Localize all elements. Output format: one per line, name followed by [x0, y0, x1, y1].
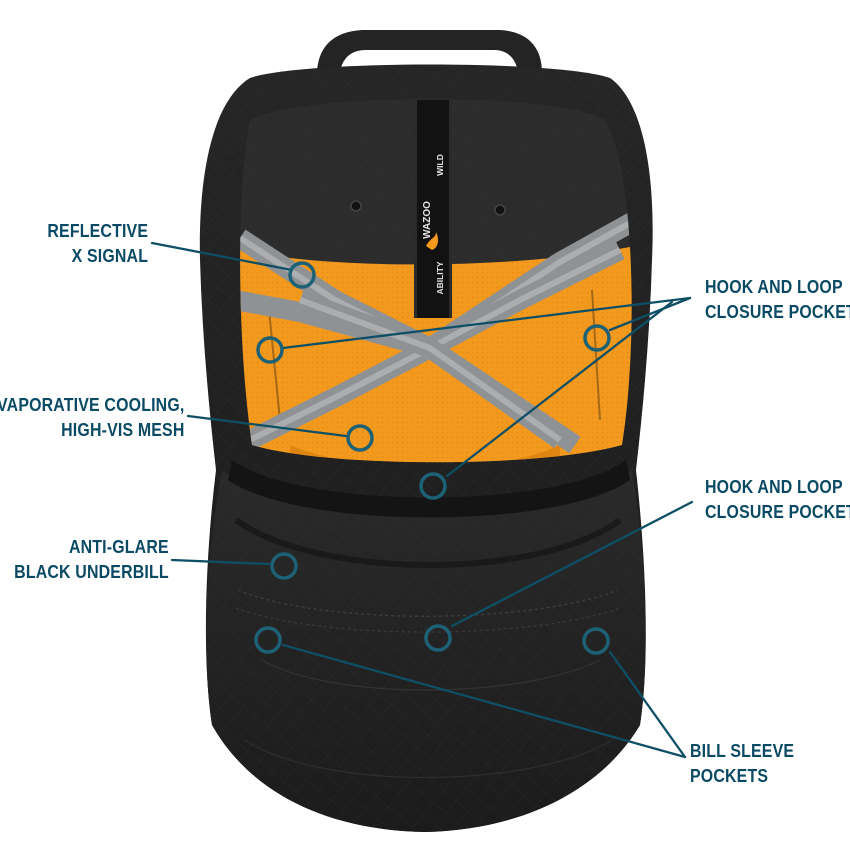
label-reflective-x-signal: REFLECTIVE X SIGNAL [47, 218, 148, 268]
label-anti-glare-line1: ANTI-GLARE [69, 536, 169, 557]
marker-mesh [346, 424, 374, 452]
label-bill-sleeve-pockets: BILL SLEEVE POCKETS [690, 738, 794, 788]
leader-lines [150, 241, 694, 759]
label-hook-loop-pockets-line1: HOOK AND LOOP [705, 276, 843, 297]
label-evaporative-line2: HIGH-VIS MESH [60, 419, 184, 440]
flame-icon [426, 232, 439, 250]
label-bill-sleeve-line2: POCKETS [690, 765, 769, 786]
brand-tape: WAZOO WILD ABILITY [414, 100, 452, 318]
label-reflective-line1: REFLECTIVE [47, 220, 148, 241]
leader-hook-loop-3 [445, 300, 674, 478]
tape-wild-text: WILD [435, 154, 445, 176]
label-anti-glare-line2: BLACK UNDERBILL [14, 561, 169, 582]
callout-markers [254, 261, 611, 655]
label-hook-loop-closure-pocket: HOOK AND LOOP CLOSURE POCKET [705, 474, 850, 524]
leader-hook-loop-pocket [450, 500, 694, 628]
back-strap [316, 30, 543, 92]
tape-ability-text: ABILITY [435, 261, 445, 294]
marker-reflective [288, 261, 316, 289]
marker-sleeve-left [254, 626, 282, 654]
leader-hook-loop-2 [608, 296, 692, 332]
leader-anti-glare [170, 558, 271, 566]
marker-closure-pocket [424, 624, 452, 652]
label-anti-glare-underbill: ANTI-GLARE BLACK UNDERBILL [14, 534, 169, 584]
leader-bill-sleeve-1 [281, 643, 687, 759]
marker-pocket-right [583, 324, 611, 352]
reflective-x-tape [240, 213, 632, 454]
tape-wazoo-text: WAZOO [422, 201, 433, 239]
leader-hook-loop-1 [281, 296, 692, 350]
marker-sleeve-right [582, 627, 610, 655]
marker-pocket-center [419, 472, 447, 500]
marker-underbill [270, 552, 298, 580]
label-hook-loop-pocket-line2: CLOSURE POCKET [705, 501, 850, 522]
label-hook-loop-pockets-line2: CLOSURE POCKETS [705, 301, 850, 322]
label-bill-sleeve-line1: BILL SLEEVE [690, 740, 795, 761]
leader-reflective [150, 241, 294, 272]
label-evaporative-cooling: EVAPORATIVE COOLING, HIGH-VIS MESH [0, 392, 184, 442]
label-hook-loop-closure-pockets: HOOK AND LOOP CLOSURE POCKETS [705, 274, 850, 324]
label-hook-loop-pocket-line1: HOOK AND LOOP [705, 476, 843, 497]
leader-evaporative [186, 414, 348, 438]
label-evaporative-line1: EVAPORATIVE COOLING, [0, 394, 184, 415]
marker-pocket-left [256, 336, 284, 364]
label-reflective-line2: X SIGNAL [71, 245, 148, 266]
leader-bill-sleeve-2 [608, 650, 687, 759]
